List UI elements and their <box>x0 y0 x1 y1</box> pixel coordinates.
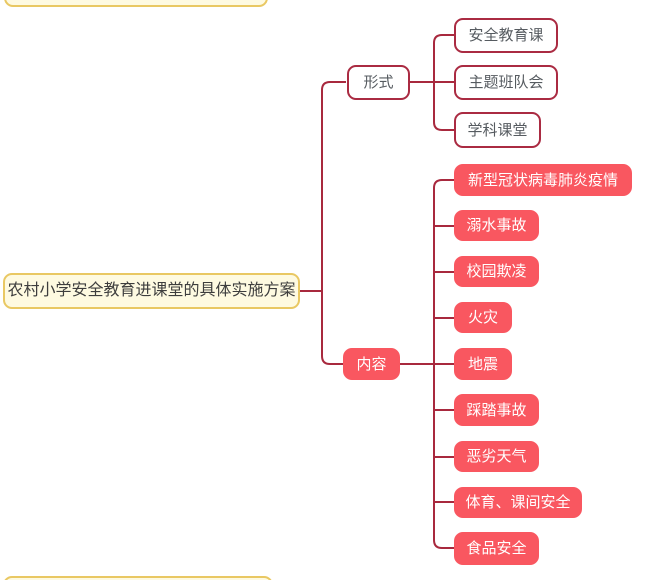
node-school-bullying[interactable]: 校园欺凌 <box>454 256 539 287</box>
node-label: 地震 <box>467 355 498 373</box>
node-label: 主题班队会 <box>468 74 544 91</box>
node-covid-epidemic[interactable]: 新型冠状病毒肺炎疫情 <box>454 164 632 196</box>
node-earthquake[interactable]: 地震 <box>454 348 512 380</box>
branch-content-node[interactable]: 内容 <box>343 348 400 380</box>
node-severe-weather[interactable]: 恶劣天气 <box>454 441 539 472</box>
branch-form-node[interactable]: 形式 <box>347 65 410 100</box>
node-label: 恶劣天气 <box>466 448 527 465</box>
node-food-safety[interactable]: 食品安全 <box>454 532 539 565</box>
clipped-topic-node-top[interactable] <box>4 0 268 7</box>
node-label: 踩踏事故 <box>466 401 527 419</box>
branch-content-label: 内容 <box>356 355 387 373</box>
node-label: 校园欺凌 <box>466 263 527 280</box>
node-stampede-accident[interactable]: 踩踏事故 <box>454 394 539 426</box>
node-theme-class-meeting[interactable]: 主题班队会 <box>454 65 558 100</box>
node-drowning-accident[interactable]: 溺水事故 <box>454 210 539 241</box>
root-topic-node[interactable]: 农村小学安全教育进课堂的具体实施方案 <box>3 273 300 309</box>
node-label: 体育、课间安全 <box>465 494 571 511</box>
node-fire[interactable]: 火灾 <box>454 302 512 333</box>
node-label: 火灾 <box>467 309 498 326</box>
branch-form-label: 形式 <box>363 74 394 91</box>
root-topic-label: 农村小学安全教育进课堂的具体实施方案 <box>7 282 296 299</box>
node-label: 安全教育课 <box>468 27 544 44</box>
clipped-topic-node-bottom[interactable] <box>3 576 273 580</box>
node-label: 溺水事故 <box>466 217 527 234</box>
node-label: 食品安全 <box>466 540 527 557</box>
node-label: 新型冠状病毒肺炎疫情 <box>467 171 618 189</box>
node-label: 学科课堂 <box>467 121 528 139</box>
node-safety-education-class[interactable]: 安全教育课 <box>454 18 558 53</box>
node-subject-classroom[interactable]: 学科课堂 <box>454 112 541 148</box>
node-sports-recess-safety[interactable]: 体育、课间安全 <box>454 487 582 518</box>
